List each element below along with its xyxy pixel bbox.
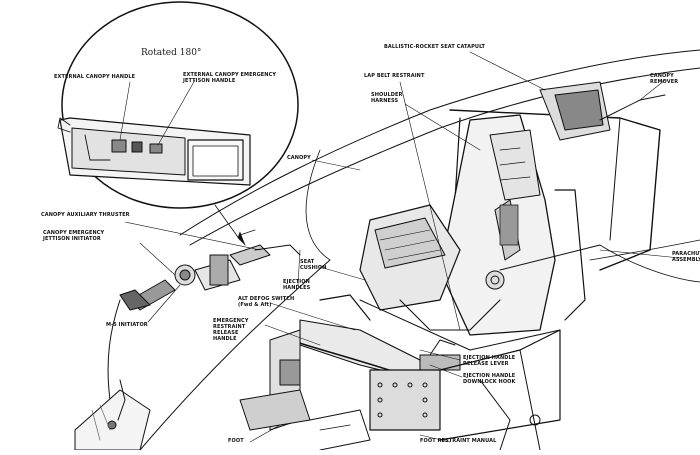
label-ejection-handle-release-lever: EJECTION HANDLE RELEASE LEVER	[463, 355, 516, 367]
seat-pan	[359, 204, 561, 351]
label-ballistic-rocket-seat-catapult: BALLISTIC-ROCKET SEAT CATAPULT	[384, 44, 486, 50]
inset-title: Rotated 180°	[141, 48, 202, 58]
label-shoulder-harness: SHOULDER HARNESS	[371, 92, 403, 104]
label-canopy-emergency-jettison-initiator: CANOPY EMERGENCY JETTISON INITIATOR	[43, 230, 105, 242]
label-emergency-restraint-release-handle: EMERGENCY RESTRAINT RELEASE HANDLE	[213, 318, 249, 342]
label-foot-restraint-manual: FOOT RESTRAINT MANUAL	[420, 438, 497, 444]
label-ejection-handle-downlock-hook: EJECTION HANDLE DOWNLOCK HOOK	[463, 373, 516, 385]
lower-left-panel	[74, 379, 151, 451]
label-canopy: CANOPY	[287, 155, 311, 161]
inset-connector-line	[214, 204, 241, 241]
label-external-canopy-emergency-jettison-handle: EXTERNAL CANOPY EMERGENCY JETTISON HANDL…	[183, 72, 277, 84]
label-foot: FOOT	[228, 438, 244, 444]
label-lap-belt-restraint: LAP BELT RESTRAINT	[364, 73, 425, 79]
leader-lines	[124, 51, 681, 443]
foot-area	[239, 329, 371, 451]
label-external-canopy-handle: EXTERNAL CANOPY HANDLE	[54, 74, 136, 80]
label-m5-initiator: M-5 INITIATOR	[106, 322, 148, 328]
inset-connector-arrow	[237, 231, 246, 246]
label-parachute-assembly: PARACHUTE ASSEMBLY	[672, 251, 700, 263]
canopy-frame	[449, 81, 666, 271]
label-ejection-handles: EJECTION HANDLES	[283, 279, 311, 291]
seat-back	[439, 114, 601, 336]
fuselage-outline	[139, 49, 700, 451]
label-alt-defog-switch: ALT DEFOG SWITCH (Fwd & Aft)	[238, 296, 295, 308]
inset-detail	[57, 1, 299, 209]
label-canopy-auxiliary-thruster: CANOPY AUXILIARY THRUSTER	[41, 212, 130, 218]
label-seat-cushion: SEAT CUSHION	[300, 259, 327, 271]
label-canopy-remover: CANOPY REMOVER	[650, 73, 679, 85]
